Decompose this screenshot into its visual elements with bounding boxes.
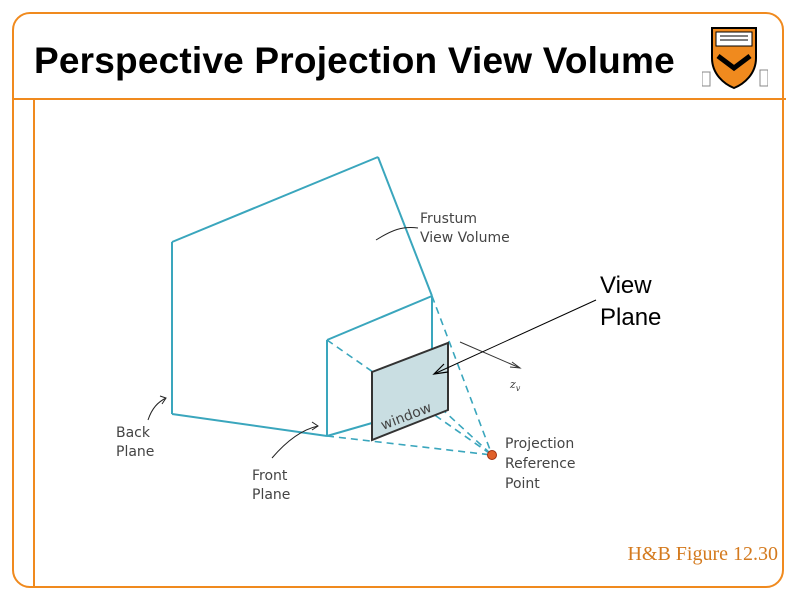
slide-title: Perspective Projection View Volume (34, 40, 675, 81)
view-plane-label-line1: View (600, 272, 652, 299)
front-plane-leader-line (271, 425, 319, 459)
projection-reference-point (487, 450, 497, 460)
view-plane-arrowhead (432, 363, 449, 375)
front-plane-label-line1: Front (252, 468, 288, 484)
zv-axis-label: zv (509, 378, 521, 393)
front-plane-arrowhead (311, 421, 319, 431)
back-plane-label-line2: Plane (116, 444, 154, 460)
university-shield-logo (702, 27, 768, 90)
front-plane-top-edge (326, 295, 433, 341)
prp-label-line3: Point (505, 476, 540, 492)
back-plane-top-edge (171, 156, 379, 243)
left-margin-rule (33, 99, 35, 587)
front-plane-bottom-edge (326, 422, 373, 437)
front-plane-label-line2: Plane (252, 487, 290, 503)
projector-line-top-right (431, 295, 493, 456)
header-divider (12, 98, 786, 100)
projector-line-bottom-left (326, 435, 493, 456)
frustum-leader-line (375, 227, 419, 241)
view-plane-label-line2: Plane (600, 304, 661, 331)
slide-frame (12, 12, 784, 588)
view-plane-window (371, 341, 449, 442)
figure-credit: H&B Figure 12.30 (627, 543, 778, 565)
back-plane-arrowhead (159, 395, 167, 405)
back-plane-leader-line (147, 397, 167, 421)
back-plane-bottom-edge (171, 413, 328, 437)
frustum-label-line1: Frustum (420, 211, 477, 227)
view-plane-leader-line (433, 299, 597, 375)
frustum-label-line2: View Volume (420, 230, 510, 246)
prp-label-line2: Reference (505, 456, 576, 472)
frustum-top-right-edge (377, 156, 433, 297)
zv-axis-line (459, 341, 521, 369)
back-plane-label-line1: Back (116, 425, 151, 441)
prp-label-line1: Projection (505, 436, 574, 452)
zv-axis-arrowhead (509, 361, 522, 369)
